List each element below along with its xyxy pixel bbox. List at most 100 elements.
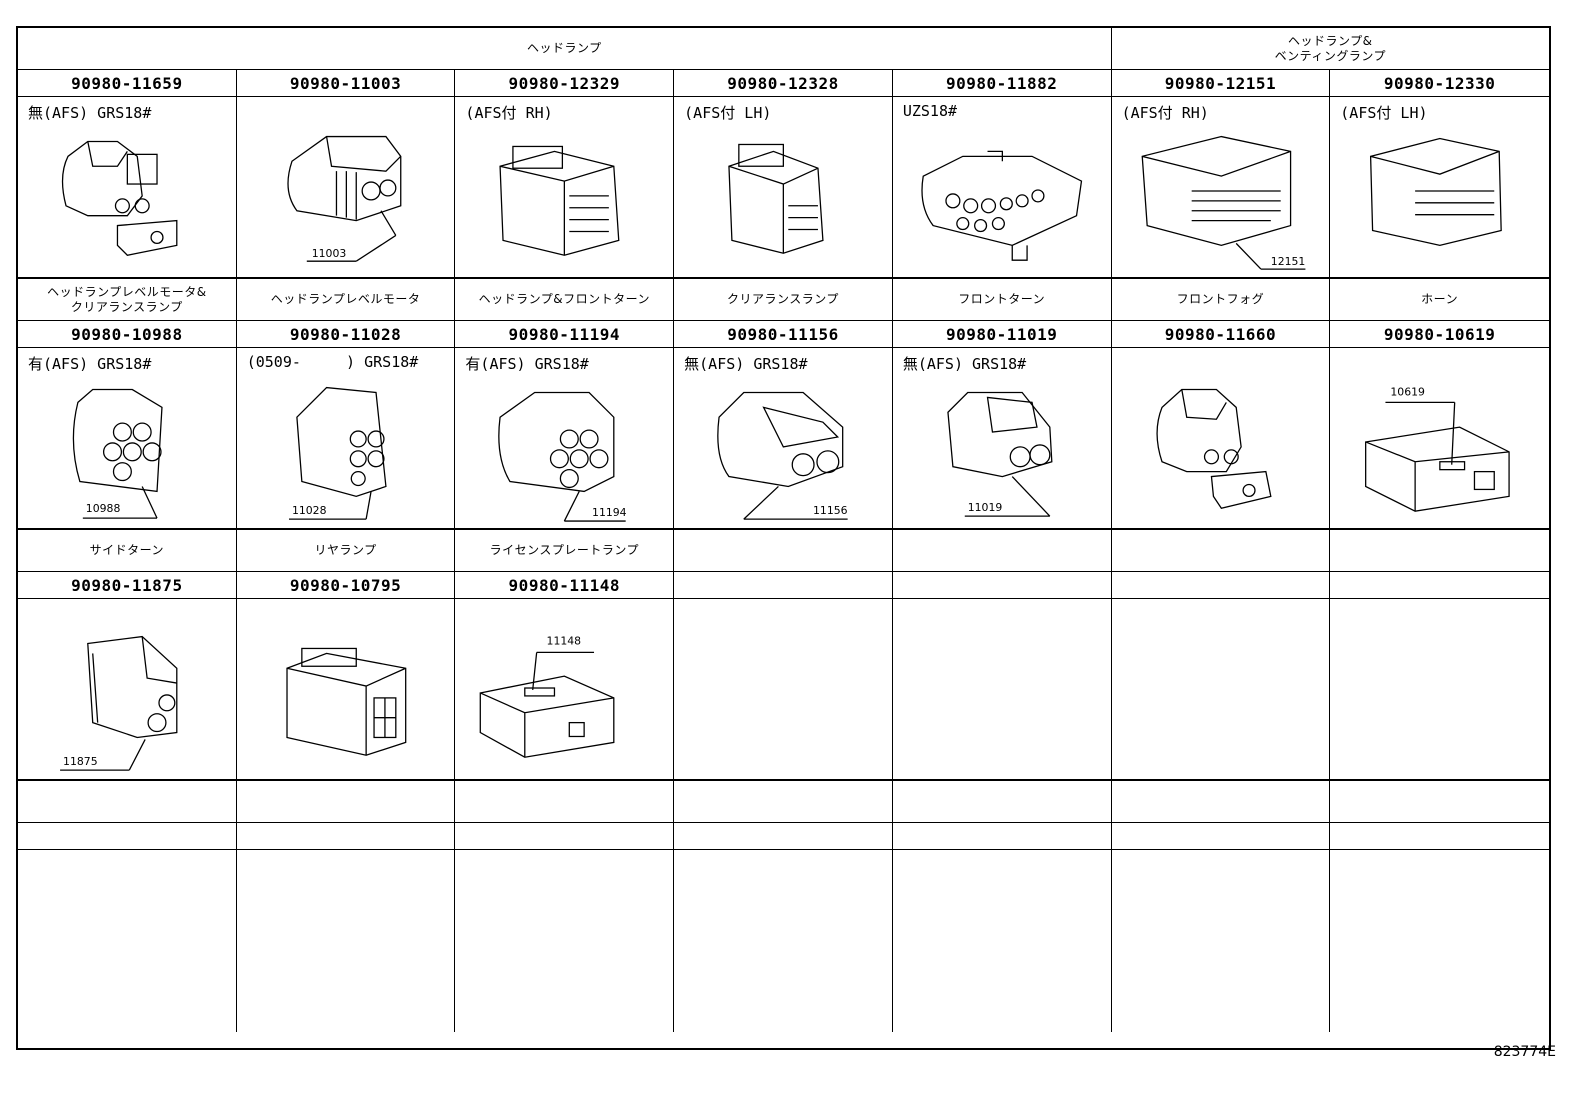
empty-cell	[892, 781, 1112, 823]
empty-cell	[455, 781, 675, 823]
empty-cell	[18, 823, 237, 850]
empty-cell	[18, 850, 237, 1032]
connector-drawing	[1370, 137, 1503, 247]
connector-illustration: 11148	[455, 599, 675, 781]
connector-drawing: 11194	[498, 391, 627, 522]
connector-title	[1330, 530, 1549, 572]
connector-illustration: 10619	[1330, 348, 1549, 530]
title-headlamp: ヘッドランプ	[18, 28, 1112, 70]
connector-title: ヘッドランプレベルモータ& クリアランスランプ	[18, 279, 237, 321]
part-number: 90980-11156	[674, 321, 893, 348]
connector-note: UZS18#	[902, 102, 958, 120]
connector-illustration: 無(AFS) GRS18# 11156	[674, 348, 893, 530]
connector-illustration: (AFS付 RH)	[455, 97, 675, 279]
connector-title: ヘッドランプ&フロントターン	[455, 279, 675, 321]
part-number: 90980-12329	[455, 70, 675, 97]
connector-title: ホーン	[1330, 279, 1549, 321]
callout-label: 12151	[1270, 255, 1305, 268]
connector-drawing	[1155, 388, 1272, 509]
empty-cell	[455, 823, 675, 850]
connector-illustration	[236, 599, 456, 781]
connector-drawing: 10988	[72, 388, 163, 519]
connector-drawing: 11028	[288, 386, 387, 520]
callout-label: 11156	[813, 504, 848, 517]
connector-drawing: 12151	[1141, 135, 1305, 270]
connector-title: クリアランスランプ	[674, 279, 893, 321]
part-number: 90980-11148	[455, 572, 675, 599]
connector-drawing	[61, 140, 178, 256]
connector-drawing	[728, 143, 824, 254]
connector-note: (0509- ) GRS18#	[246, 353, 419, 371]
connector-drawing: 11003	[287, 135, 402, 262]
callout-label: 11019	[968, 501, 1003, 514]
empty-cell	[236, 823, 456, 850]
connector-illustration	[1111, 348, 1331, 530]
empty-cell	[236, 781, 456, 823]
callout-label: 11875	[63, 755, 98, 768]
connector-illustration: (AFS付 LH)	[1330, 97, 1549, 279]
connector-title: ヘッドランプレベルモータ	[236, 279, 456, 321]
connector-note: (AFS付 RH)	[465, 104, 553, 122]
connector-illustration: 11003	[236, 97, 456, 279]
empty-cell	[1330, 823, 1549, 850]
connector-illustration: 無(AFS) GRS18# 11019	[892, 348, 1112, 530]
part-number: 90980-11019	[892, 321, 1112, 348]
part-number: 90980-10988	[18, 321, 237, 348]
connector-title	[892, 530, 1112, 572]
part-number	[674, 572, 893, 599]
connector-drawing	[286, 647, 407, 756]
connector-title	[1111, 530, 1331, 572]
callout-label: 11003	[311, 247, 346, 260]
empty-cell	[892, 823, 1112, 850]
empty-cell	[893, 850, 1112, 1032]
title-headlamp-venting: ヘッドランプ& ベンティングランプ	[1111, 28, 1549, 70]
connector-drawing: 10619	[1365, 385, 1511, 512]
connector-title: ライセンスプレートランプ	[455, 530, 675, 572]
connector-illustration: (0509- ) GRS18# 11028	[236, 348, 456, 530]
connector-drawing: 11875	[60, 635, 178, 771]
connector-note: 有(AFS) GRS18#	[28, 355, 152, 373]
empty-cell	[1112, 850, 1331, 1032]
connector-table: ヘッドランプ ヘッドランプ& ベンティングランプ 90980-11659 909…	[16, 26, 1551, 1050]
empty-cell	[1330, 781, 1549, 823]
connector-note: (AFS付 RH)	[1121, 104, 1209, 122]
part-number: 90980-12330	[1330, 70, 1549, 97]
empty-cell	[1330, 599, 1549, 781]
connector-illustration: 11875	[18, 599, 237, 781]
part-number	[892, 572, 1112, 599]
part-number: 90980-12328	[674, 70, 893, 97]
empty-cell	[674, 599, 893, 781]
connector-illustration: UZS18#	[892, 97, 1112, 279]
part-number: 90980-11875	[18, 572, 237, 599]
part-number: 90980-11660	[1111, 321, 1331, 348]
empty-cell	[674, 823, 893, 850]
part-number: 90980-11882	[892, 70, 1112, 97]
connector-title	[674, 530, 893, 572]
connector-drawing: 11019	[947, 391, 1053, 517]
connector-illustration: (AFS付 RH) 12151	[1111, 97, 1331, 279]
empty-cell	[892, 599, 1112, 781]
part-number: 90980-11003	[236, 70, 456, 97]
part-number	[1330, 572, 1549, 599]
empty-cell	[237, 850, 456, 1032]
callout-label: 11028	[292, 504, 327, 517]
connector-title: フロントターン	[892, 279, 1112, 321]
callout-label: 11194	[592, 506, 627, 519]
connector-illustration: (AFS付 LH)	[674, 97, 893, 279]
part-number: 90980-11659	[18, 70, 237, 97]
callout-label: 10988	[86, 502, 121, 515]
connector-drawing: 11148	[480, 634, 615, 758]
connector-note: (AFS付 LH)	[684, 104, 772, 122]
connector-title: リヤランプ	[236, 530, 456, 572]
empty-cell	[455, 850, 675, 1032]
connector-note: 無(AFS) GRS18#	[28, 104, 152, 122]
connector-note: 無(AFS) GRS18#	[684, 355, 808, 373]
callout-label: 10619	[1391, 385, 1426, 398]
connector-drawing	[921, 150, 1083, 261]
part-number: 90980-10795	[236, 572, 456, 599]
connector-illustration: 有(AFS) GRS18# 10988	[18, 348, 237, 530]
connector-note: (AFS付 LH)	[1340, 104, 1428, 122]
empty-cell	[674, 781, 893, 823]
callout-label: 11148	[547, 634, 582, 647]
connector-illustration: 有(AFS) GRS18# 11194	[455, 348, 675, 530]
